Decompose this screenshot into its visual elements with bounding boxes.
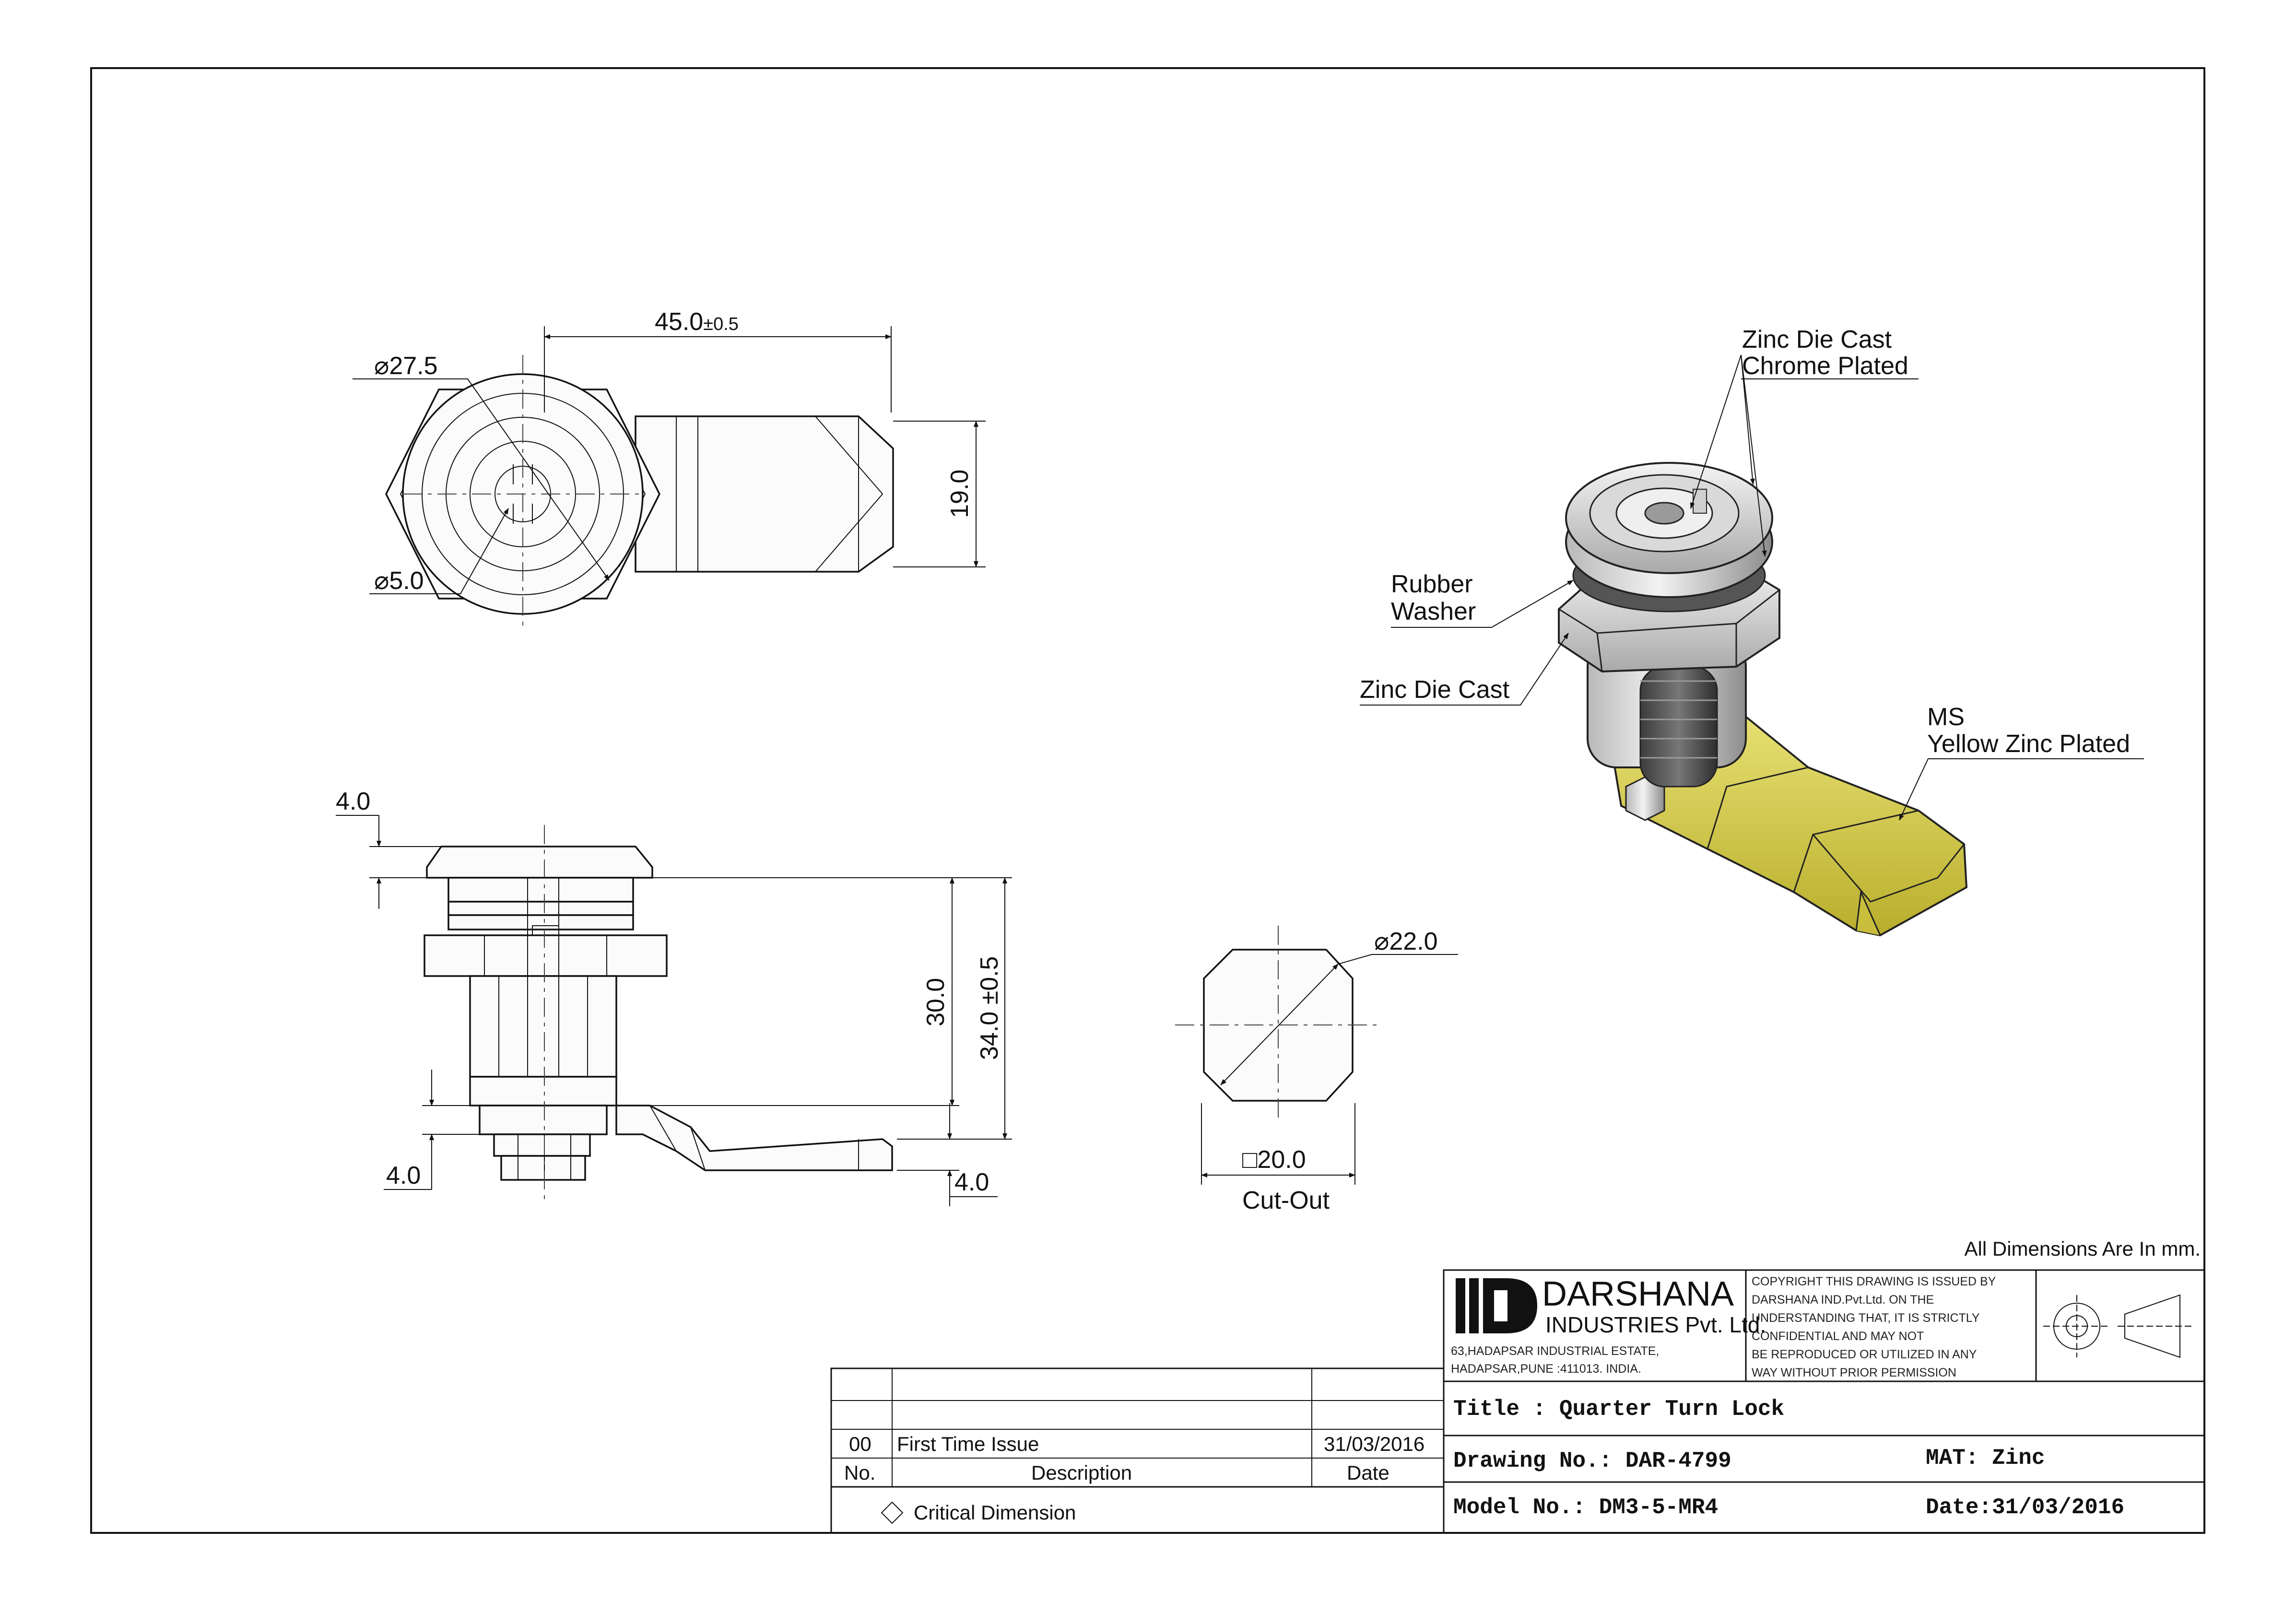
critical-diamond-icon [881,1501,904,1524]
callout-cam-1: MS [1927,703,1965,731]
cutout-square-label: □20.0 [1242,1146,1306,1174]
header-no: No. [844,1461,875,1484]
copyright-line-2: DARSHANA IND.Pvt.Ltd. ON THE [1752,1293,1934,1307]
cutout-dia-label: ⌀22.0 [1374,928,1438,955]
thickness-4-label: 4.0 [954,1168,989,1196]
body-30-label: 30.0 [922,978,950,1026]
revision-description: First Time Issue [897,1433,1039,1455]
dia-27-5-label: ⌀27.5 [374,352,438,380]
top-view: ⌀27.5 ⌀5.0 45.0±0.5 19.0 [353,308,986,628]
projection-symbol-icon [2043,1294,2194,1358]
height-19-label: 19.0 [946,470,974,518]
callout-cam-2: Yellow Zinc Plated [1927,730,2130,758]
copyright-line-4: CONFIDENTIAL AND MAY NOT [1752,1330,1924,1343]
units-note: All Dimensions Are In mm. [1965,1237,2201,1260]
offset-4-label: 4.0 [386,1162,421,1189]
revision-table: 00 First Time Issue 31/03/2016 No. Descr… [830,1367,1445,1534]
revision-date: 31/03/2016 [1324,1433,1425,1455]
cutout-title: Cut-Out [1242,1187,1330,1214]
drawing-title: Title : Quarter Turn Lock [1453,1397,1784,1422]
drawing-date: Date:31/03/2016 [1926,1495,2124,1520]
header-description: Description [1031,1461,1132,1484]
header-date: Date [1347,1461,1389,1484]
critical-dimension-note: Critical Dimension [914,1501,1076,1524]
cutout-view: ⌀22.0 □20.0 Cut-Out [1175,926,1458,1214]
company-logo [1456,1278,1537,1333]
copyright-line-5: BE REPRODUCED OR UTILIZED IN ANY [1752,1348,1977,1361]
revision-no: 00 [849,1433,871,1455]
copyright-line-6: WAY WITHOUT PRIOR PERMISSION [1752,1366,1956,1379]
title-block: DARSHANA INDUSTRIES Pvt. Ltd. 63,HADAPSA… [1443,1269,2205,1534]
drawing-number: Drawing No.: DAR-4799 [1453,1448,1731,1473]
side-view: 4.0 30.0 34.0 ±0.5 4.0 4.0 [336,788,1012,1206]
width-45-label: 45.0±0.5 [655,308,739,336]
company-address-1: 63,HADAPSAR INDUSTRIAL ESTATE, [1451,1344,1659,1358]
total-34-label: 34.0 ±0.5 [976,956,1003,1060]
callout-plug-2: Chrome Plated [1742,352,1908,380]
cap-4-label: 4.0 [336,788,370,815]
material: MAT: Zinc [1926,1446,2045,1471]
callout-plug-1: Zinc Die Cast [1742,326,1892,353]
callout-washer-1: Rubber [1391,570,1473,598]
dia-5-label: ⌀5.0 [374,567,424,595]
callout-washer-2: Washer [1391,598,1476,625]
copyright-line-1: COPYRIGHT THIS DRAWING IS ISSUED BY [1752,1275,1996,1288]
model-number: Model No.: DM3-5-MR4 [1453,1495,1718,1520]
company-subname: INDUSTRIES Pvt. Ltd. [1545,1312,1766,1337]
company-address-2: HADAPSAR,PUNE :411013. INDIA. [1451,1362,1641,1376]
iso-view: Zinc Die Cast Chrome Plated Rubber Washe… [1360,326,2144,937]
copyright-line-3: UNDERSTANDING THAT, IT IS STRICTLY [1752,1311,1980,1325]
callout-body: Zinc Die Cast [1360,676,1510,704]
company-name: DARSHANA [1542,1275,1734,1313]
